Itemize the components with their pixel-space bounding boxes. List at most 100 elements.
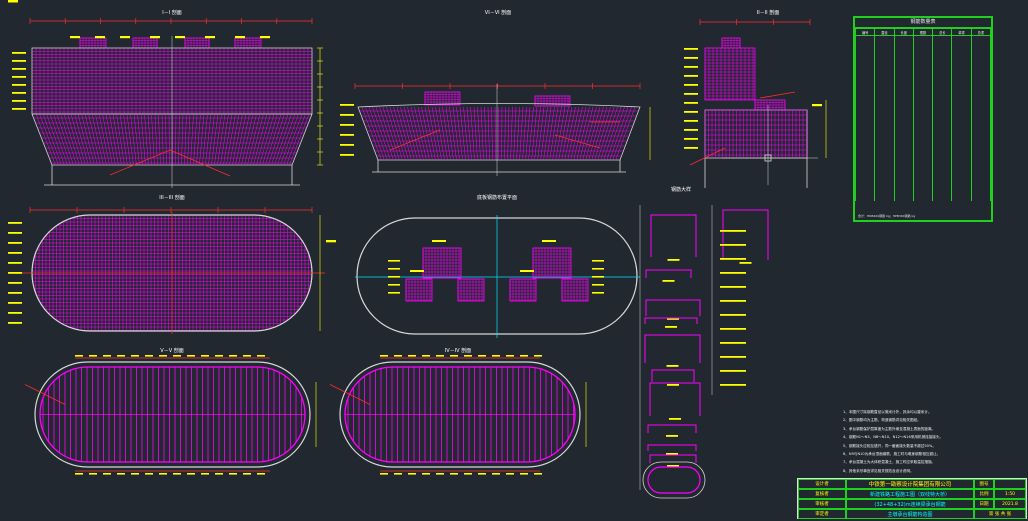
- table-row: [855, 109, 991, 115]
- rebar-line: [199, 113, 205, 166]
- table-row: [855, 178, 991, 183]
- dimension-label-mark: [520, 355, 528, 357]
- dimension-label-mark: [388, 276, 400, 278]
- table-row: [855, 118, 991, 124]
- dimension-label-mark: [229, 473, 237, 475]
- rebar-shape: [644, 317, 698, 324]
- drawing-name-2: 主墩承台钢筋构造图: [846, 509, 974, 519]
- dimension-label-mark: [243, 473, 251, 475]
- rebar-line: [187, 113, 191, 166]
- rebar-line: [42, 113, 62, 166]
- table-header-row: 编号直径长度根数总长单重总重: [855, 28, 991, 36]
- rebar-shape: [651, 369, 695, 382]
- dimension-label-mark: [720, 314, 746, 316]
- dimension-label-mark: [201, 355, 209, 357]
- rebar-line: [95, 113, 107, 166]
- leader-line: [554, 134, 601, 149]
- dimension-label-mark: [205, 36, 215, 39]
- dimension-label-mark: [684, 57, 698, 59]
- dimension-label-mark: [464, 473, 472, 475]
- dimension-label-mark: [8, 222, 22, 224]
- rebar-line: [238, 113, 250, 166]
- note-line: 8、其他未尽事宜详见相关规范及设计说明。: [843, 468, 914, 473]
- table-cell: [970, 77, 991, 82]
- note-line: 6、N9与N10为承台顶面钢筋，施工时与墩身钢筋相互避让。: [843, 452, 941, 457]
- dimension-label-mark: [75, 473, 83, 475]
- rebar-line: [534, 106, 541, 161]
- table-cell: [970, 40, 991, 46]
- rebar-line: [487, 106, 490, 161]
- dimension-label-mark: [492, 473, 500, 475]
- ring-rebar: [647, 466, 701, 494]
- table-cell: [970, 49, 991, 55]
- rebar-line: [452, 106, 460, 161]
- dimension-label-mark: [12, 76, 26, 78]
- dimension-label-mark: [684, 129, 698, 131]
- dimension-label-mark: [215, 473, 223, 475]
- pier-body: [704, 47, 756, 101]
- rebar-line: [112, 113, 122, 166]
- table-row: [855, 150, 991, 156]
- base-rebar-plan: [355, 215, 640, 338]
- rebar-line: [102, 113, 113, 166]
- dimension-label-mark: [669, 418, 681, 420]
- dimension-label-mark: [684, 120, 698, 122]
- section-1-elevation: [8, 0, 323, 188]
- title-section-4: IV－IV 剖面: [445, 347, 471, 354]
- rebar-line: [253, 113, 268, 166]
- table-row: [855, 127, 991, 133]
- dimension-label-mark: [667, 318, 679, 320]
- dimension-label-mark: [388, 260, 400, 262]
- rebar-line: [277, 113, 296, 166]
- dimension-label-mark: [506, 473, 514, 475]
- dimension-label-mark: [8, 302, 22, 304]
- table-cell: [970, 192, 991, 197]
- dimension-label-mark: [592, 284, 604, 286]
- dimension-label-mark: [394, 473, 402, 475]
- rebar-line: [594, 106, 611, 161]
- table-cell: [970, 54, 991, 59]
- table-header-cell: 总重: [970, 28, 991, 36]
- table-row: [855, 114, 991, 119]
- dimension-label-mark: [394, 355, 402, 357]
- company-name: 中铁第一勘察设计院集团有限公司: [846, 479, 974, 489]
- table-cell: [970, 178, 991, 183]
- table-cell: [970, 35, 991, 41]
- cap-outline: [357, 103, 641, 161]
- leader-line: [169, 149, 231, 177]
- table-header-cell: 编号: [855, 28, 876, 36]
- rebar-line: [516, 106, 520, 161]
- rebar-line: [147, 113, 152, 166]
- rebar-line: [286, 113, 306, 166]
- pier-footprint: [457, 278, 485, 302]
- dimension-label-mark: [12, 100, 26, 102]
- rebar-line: [67, 113, 83, 166]
- dimension-label-mark: [592, 260, 604, 262]
- dimension-label-mark: [739, 262, 752, 264]
- rebar-line: [60, 113, 77, 166]
- table-row: [855, 192, 991, 197]
- rebar-line: [144, 113, 149, 166]
- rebar-line: [77, 113, 92, 166]
- note-line: 7、承台混凝土为大体积混凝土，施工时应采取温控措施。: [843, 460, 936, 465]
- rebar-line: [268, 113, 285, 166]
- table-row: [855, 187, 991, 193]
- dimension-label-mark: [520, 473, 528, 475]
- dimension-label-mark: [720, 370, 746, 372]
- drawing-name-1: (32+48+32)m连续梁承台钢筋: [846, 499, 974, 509]
- leader-line: [689, 147, 726, 166]
- dimension-label-mark: [478, 355, 486, 357]
- rebar-line: [265, 113, 282, 166]
- table-cell: [970, 127, 991, 133]
- rebar-detail-shapes: [639, 205, 769, 499]
- rebar-line: [178, 113, 180, 166]
- drawing-no-label: 图号: [974, 479, 994, 489]
- table-row: [855, 100, 991, 105]
- rebar-line: [181, 113, 184, 166]
- dimension-label-mark: [667, 259, 680, 261]
- dimension-label-mark: [422, 355, 430, 357]
- table-cell: [970, 123, 991, 128]
- dimension-label-mark: [720, 300, 746, 302]
- rebar-line: [417, 106, 430, 161]
- rebar-quantity-table: 钢筋数量表 编号直径长度根数总长单重总重 合计：HRB400钢筋 kg；HPB3…: [853, 16, 993, 222]
